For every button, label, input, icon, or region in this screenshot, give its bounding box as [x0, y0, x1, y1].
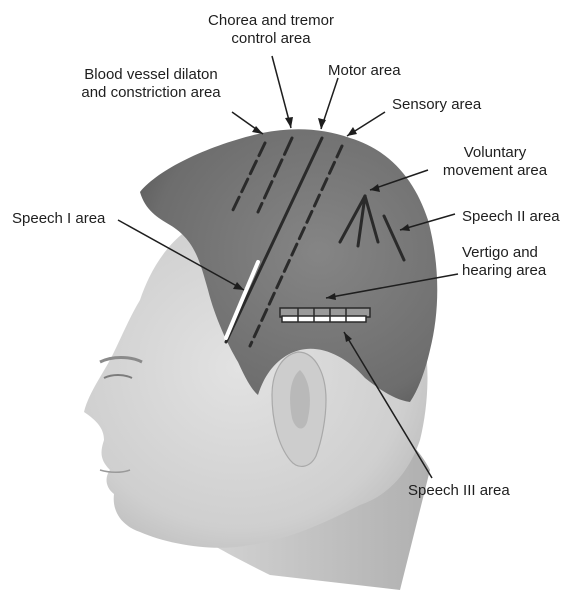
label-voluntary-movement: Voluntary movement area: [430, 144, 560, 180]
label-chorea-line1: Chorea and tremor: [178, 12, 364, 30]
label-blood-line1: Blood vessel dilaton: [56, 66, 246, 84]
label-vertigo-hearing: Vertigo and hearing area: [462, 244, 546, 280]
arrowhead-chorea: [285, 117, 293, 128]
label-blood-line2: and constriction area: [56, 84, 246, 102]
leader-chorea: [272, 56, 291, 128]
label-chorea-tremor: Chorea and tremor control area: [178, 12, 364, 48]
label-vertigo-line2: hearing area: [462, 262, 546, 280]
label-motor: Motor area: [328, 62, 401, 80]
label-voluntary-line2: movement area: [430, 162, 560, 180]
label-vertigo-line1: Vertigo and: [462, 244, 546, 262]
label-voluntary-line1: Voluntary: [430, 144, 560, 162]
label-speech1: Speech I area: [12, 210, 105, 228]
label-speech2: Speech II area: [462, 208, 560, 226]
label-sensory: Sensory area: [392, 96, 481, 114]
label-blood-vessel: Blood vessel dilaton and constriction ar…: [56, 66, 246, 102]
label-speech3: Speech III area: [408, 482, 510, 500]
vertigo-zone: [280, 308, 370, 322]
arrowhead-sensory: [347, 127, 357, 136]
label-chorea-line2: control area: [178, 30, 364, 48]
